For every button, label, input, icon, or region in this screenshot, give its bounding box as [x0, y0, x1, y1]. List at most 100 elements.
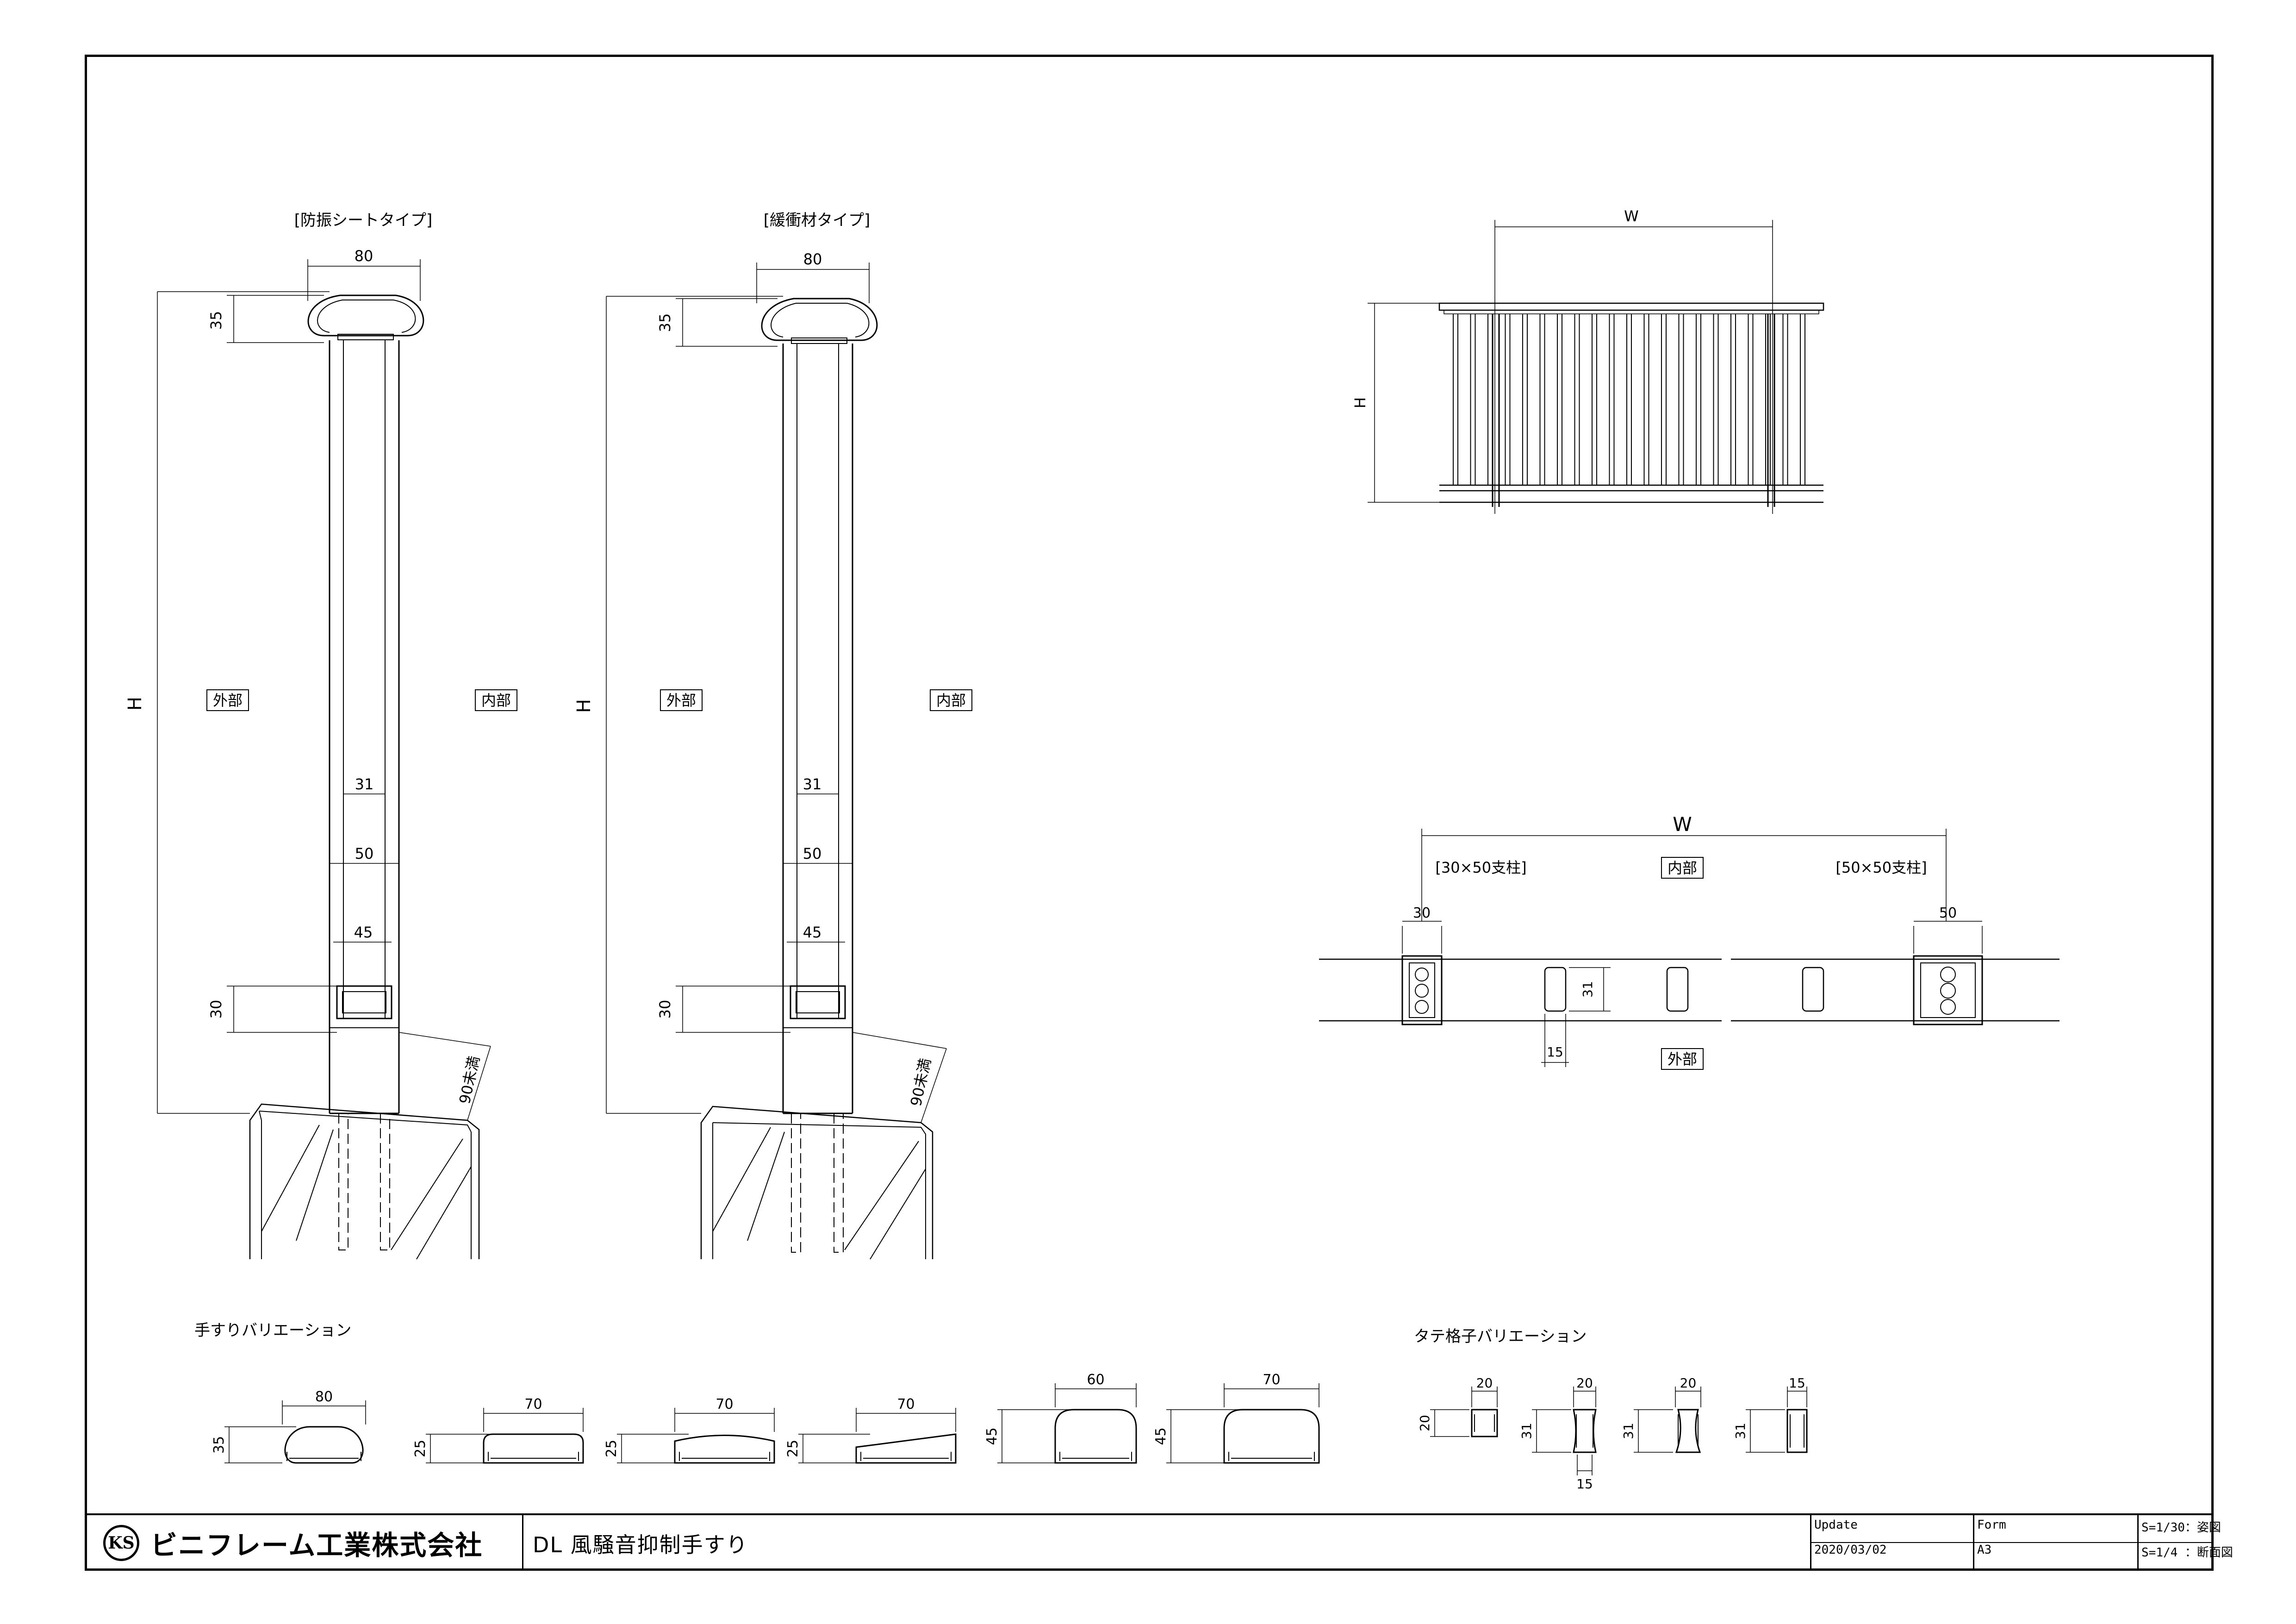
- view-title-sheet-type: [防振シートタイプ]: [294, 211, 433, 230]
- title-block: KS ビニフレーム工業株式会社 DL 風騒音抑制手すり Update 2020/…: [85, 1513, 2233, 1571]
- svg-text:31: 31: [355, 775, 374, 793]
- handrail-width-label: 70: [1263, 1372, 1280, 1388]
- svg-text:内部: 内部: [481, 692, 511, 709]
- form-cell: Form A3: [1973, 1515, 2137, 1571]
- svg-text:31: 31: [803, 775, 822, 793]
- handrail-variant-1: 80 35: [211, 1389, 366, 1464]
- drawing-sheet-border: [85, 55, 2214, 1571]
- baluster-variant-2: 20 31 15: [1519, 1375, 1597, 1492]
- handrail-width-label: 80: [315, 1389, 333, 1405]
- company-logo: KS ビニフレーム工業株式会社: [89, 1515, 520, 1571]
- baluster-profile: [1573, 1409, 1597, 1453]
- title-block-divider: [1810, 1542, 2214, 1543]
- handrail-profile: [1223, 1409, 1320, 1464]
- baluster-side-label: 20: [1417, 1415, 1432, 1431]
- baluster-variant-1: 2020: [1417, 1375, 1498, 1437]
- svg-text:30: 30: [1413, 905, 1431, 921]
- svg-text:外部: 外部: [666, 692, 696, 709]
- handrail-variant-4: 70 25: [785, 1396, 957, 1464]
- update-cell: Update 2020/03/02: [1810, 1515, 1973, 1571]
- svg-text:90未満: 90未満: [456, 1055, 483, 1106]
- svg-text:35: 35: [656, 313, 674, 332]
- svg-text:[30×50支柱]: [30×50支柱]: [1435, 859, 1526, 876]
- logo-mark-icon: KS: [103, 1525, 139, 1561]
- baluster-top-label: 20: [1476, 1375, 1493, 1391]
- baluster-top-label: 20: [1576, 1375, 1593, 1391]
- svg-text:H: H: [124, 697, 146, 711]
- svg-text:80: 80: [355, 247, 373, 265]
- baluster-side-label: 31: [1519, 1423, 1534, 1439]
- baluster-profile: [1675, 1409, 1701, 1453]
- handrail-width-label: 60: [1087, 1372, 1104, 1388]
- baluster-top-label: 15: [1789, 1375, 1805, 1391]
- scale-cell: S=1/30：姿図 S=1/4 ：断面図: [2137, 1515, 2233, 1571]
- handrail-variant-3: 70 25: [604, 1396, 775, 1464]
- svg-text:35: 35: [207, 311, 225, 330]
- handrail-height-label: 25: [785, 1440, 801, 1457]
- drawing-title-cell: DL 風騒音抑制手すり: [522, 1515, 1810, 1571]
- svg-text:50: 50: [355, 845, 374, 862]
- handrail-profile: [483, 1433, 584, 1464]
- handrail-height-label: 35: [211, 1436, 227, 1454]
- svg-text:外部: 外部: [213, 692, 243, 709]
- svg-text:H: H: [1351, 397, 1369, 408]
- svg-text:50: 50: [803, 845, 822, 862]
- handrail-profile: [674, 1435, 775, 1464]
- svg-text:45: 45: [803, 924, 822, 941]
- handrail-height-label: 45: [984, 1427, 1000, 1445]
- svg-text:外部: 外部: [1668, 1050, 1697, 1068]
- handrail-profile: [284, 1426, 364, 1464]
- svg-text:90未満: 90未満: [907, 1057, 934, 1108]
- scale-section: S=1/4 ：断面図: [2141, 1546, 2233, 1560]
- baluster-bottom-label: 15: [1576, 1476, 1593, 1492]
- baluster-profile: [1786, 1409, 1808, 1453]
- handrail-cap: [307, 294, 424, 337]
- handrail-height-label: 25: [412, 1440, 429, 1457]
- update-value: 2020/03/02: [1814, 1543, 1887, 1557]
- handrail-width-label: 70: [897, 1396, 915, 1412]
- svg-text:50: 50: [1939, 905, 1957, 921]
- form-value: A3: [1977, 1543, 1992, 1557]
- baluster-variations-title: タテ格子バリエーション: [1414, 1327, 1587, 1346]
- handrail-profile: [855, 1433, 957, 1464]
- handrail-variations: 手すりバリエーション 80 35 70 25 70 25 70 25 60 45 70 45: [194, 1321, 1320, 1464]
- svg-text:内部: 内部: [1668, 859, 1697, 877]
- svg-text:80: 80: [803, 250, 822, 268]
- section-view-sheet-type: [防振シートタイプ] 80 35 H: [124, 211, 517, 1260]
- plan-view: W [30×50支柱] [50×50支柱] 内部 外部 30 50: [1319, 813, 2060, 1070]
- update-label: Update: [1814, 1518, 1858, 1532]
- svg-text:内部: 内部: [936, 692, 966, 709]
- drawing-title: DL 風騒音抑制手すり: [533, 1532, 748, 1557]
- handrail-width-label: 70: [716, 1396, 733, 1412]
- baluster-side-label: 31: [1733, 1423, 1748, 1439]
- svg-text:30: 30: [656, 1000, 674, 1019]
- svg-text:H: H: [573, 699, 595, 713]
- form-label: Form: [1977, 1518, 2006, 1532]
- svg-text:W: W: [1673, 813, 1692, 836]
- section-view-buffer-type: [緩衝材タイプ] 80 35 H 外部 内部 31: [573, 211, 972, 1260]
- baluster-profile: [1471, 1409, 1498, 1437]
- svg-text:30: 30: [207, 1000, 225, 1019]
- svg-text:W: W: [1624, 207, 1639, 225]
- elevation-view: W H: [1351, 207, 1824, 514]
- handrail-variant-5: 60 45: [984, 1372, 1137, 1464]
- baluster-side-label: 31: [1621, 1423, 1636, 1439]
- fence-pickets: [1453, 314, 1805, 507]
- handrail-variant-2: 70 25: [412, 1396, 584, 1464]
- svg-text:15: 15: [1547, 1044, 1563, 1060]
- handrail-height-label: 45: [1153, 1427, 1169, 1445]
- svg-text:[50×50支柱]: [50×50支柱]: [1836, 859, 1927, 876]
- handrail-profile: [1054, 1409, 1137, 1464]
- handrail-variations-title: 手すりバリエーション: [194, 1321, 351, 1340]
- view-title-buffer-type: [緩衝材タイプ]: [764, 211, 871, 230]
- company-name: ビニフレーム工業株式会社: [150, 1530, 483, 1561]
- svg-text:31: 31: [1580, 981, 1595, 998]
- scale-elevation: S=1/30：姿図: [2141, 1521, 2221, 1535]
- handrail-width-label: 70: [524, 1396, 542, 1412]
- handrail-height-label: 25: [604, 1440, 620, 1457]
- svg-text:45: 45: [354, 924, 373, 941]
- baluster-top-label: 20: [1680, 1375, 1697, 1391]
